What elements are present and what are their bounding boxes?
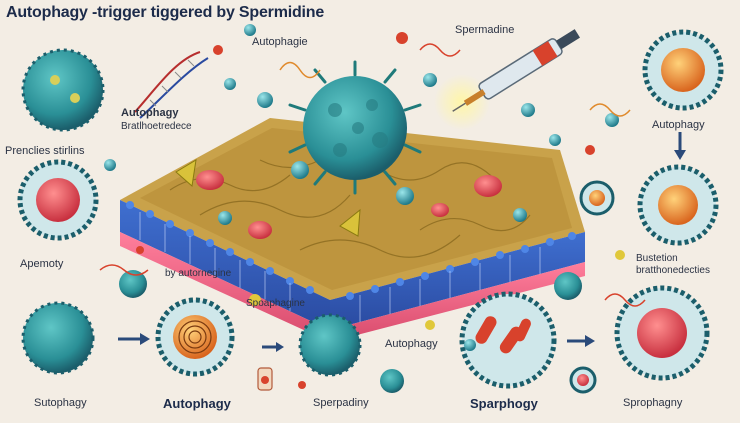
page-title: Autophagy ‑trigger tiggered by Spermidin… bbox=[6, 4, 325, 21]
label-bottom-5: Sprophagny bbox=[623, 397, 683, 409]
scattered-molecules bbox=[104, 24, 625, 389]
cell-top-right bbox=[642, 29, 724, 111]
label-autophagy-bubble: Autophagy bbox=[121, 107, 179, 119]
label-bottom-3: Sperpadiny bbox=[313, 397, 369, 409]
label-by-autophagine: by autornegine bbox=[165, 268, 232, 279]
cell-small-red-right bbox=[569, 366, 597, 394]
label-right-mid-1: Bustetion bbox=[636, 253, 678, 264]
label-bottom-4: Sparphogy bbox=[470, 396, 538, 411]
label-left-mid: Prenclies stirlins bbox=[5, 145, 85, 157]
cell-right-mid bbox=[637, 164, 719, 246]
syringe-icon bbox=[434, 29, 580, 130]
cell-small-virus bbox=[298, 313, 362, 377]
flow-arrows bbox=[118, 132, 686, 352]
virus-small-2 bbox=[380, 369, 404, 393]
label-left-lower: Apemoty bbox=[20, 258, 64, 270]
cell-bottom-right bbox=[614, 285, 710, 381]
label-right-top: Autophagy bbox=[652, 119, 705, 131]
cell-rods bbox=[459, 291, 557, 389]
label-bottom-1: Sutophagy bbox=[34, 397, 87, 409]
membrane-block bbox=[120, 118, 585, 342]
label-spermidine-top: Spermadine bbox=[455, 24, 515, 36]
label-right-mid-2: bratthonedecties bbox=[636, 265, 710, 276]
filaments bbox=[99, 43, 646, 307]
label-bottom-2: Autophagy bbox=[163, 396, 231, 411]
central-spiky-particle bbox=[288, 60, 422, 195]
virus-small-3 bbox=[554, 272, 582, 300]
cell-top-left bbox=[21, 48, 105, 132]
cell-left-bottom bbox=[21, 301, 95, 375]
vial-icon bbox=[257, 367, 273, 391]
label-bubble-sub: Bratlhoetredece bbox=[121, 121, 192, 132]
label-center-autophagy: Autophagy bbox=[385, 338, 438, 350]
virus-small-1 bbox=[119, 270, 147, 298]
label-spoaphagine: Spoaphagine bbox=[246, 298, 305, 309]
cell-left-red bbox=[17, 159, 99, 241]
cell-small-orange-right bbox=[579, 180, 615, 216]
cell-autophagy-spiral bbox=[155, 297, 235, 377]
dna-helix-icon bbox=[134, 51, 209, 119]
label-autophagie-top: Autophagie bbox=[252, 36, 308, 48]
